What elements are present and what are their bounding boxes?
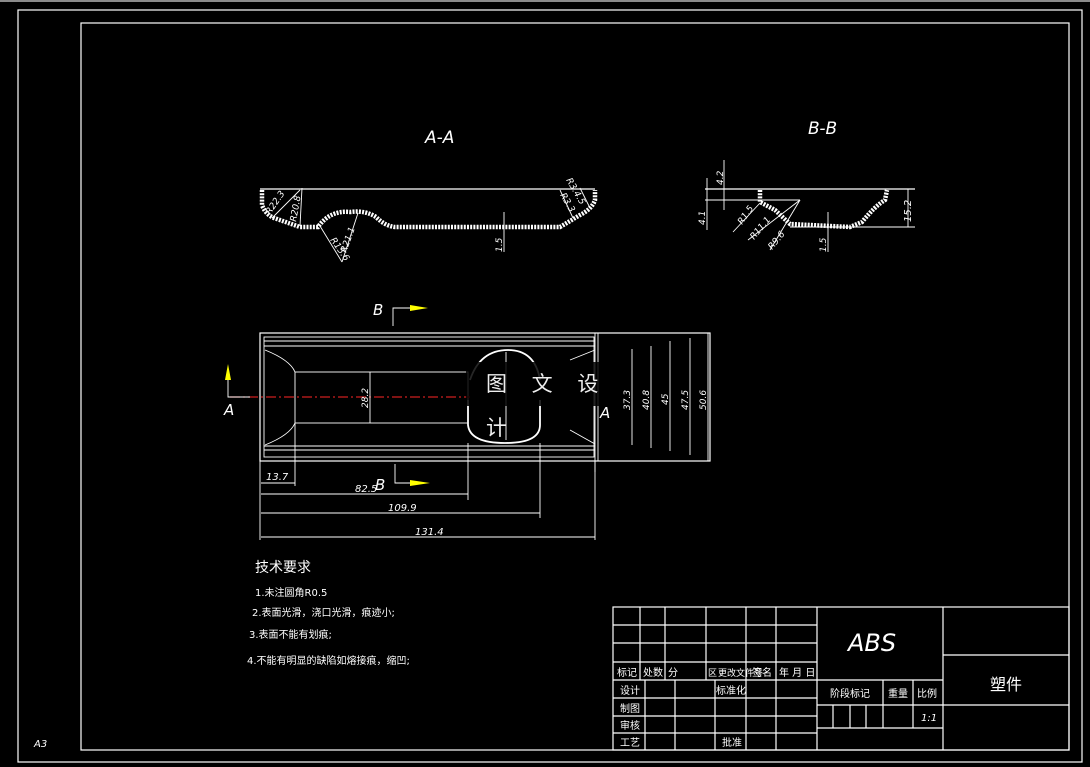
svg-text:R9.6: R9.6: [767, 230, 788, 252]
svg-text:45: 45: [661, 393, 671, 405]
svg-text:4.不能有明显的缺陷如熔接痕，缩凹;: 4.不能有明显的缺陷如熔接痕，缩凹;: [247, 654, 410, 667]
svg-text:更改文件号: 更改文件号: [718, 667, 763, 679]
section-bb-label: B-B: [808, 119, 837, 139]
tech-requirements: 技术要求 1.未注圆角R0.5 2.表面光滑，浇口光滑，痕迹小; 3.表面不能有…: [247, 560, 410, 667]
svg-text:标记: 标记: [617, 667, 637, 679]
svg-text:审核: 审核: [620, 719, 640, 732]
section-aa-label: A-A: [424, 128, 454, 148]
sheet-size: A3: [33, 739, 47, 750]
plan-view: 28.2 37.3 40.8 45 47.5 50.6 13.7 82.5 10…: [223, 301, 711, 540]
section-bb: B-B 4.2 4.1 R1.5 R11.1 R9.6 1.5 15.2: [698, 119, 915, 252]
svg-text:重量: 重量: [888, 687, 908, 700]
svg-text:分: 分: [668, 667, 678, 679]
svg-text:R11.1: R11.1: [749, 215, 774, 242]
svg-text:工艺: 工艺: [620, 737, 640, 749]
svg-text:R20.8: R20.8: [289, 195, 303, 223]
svg-text:82.5: 82.5: [355, 484, 377, 495]
svg-text:1:1: 1:1: [921, 713, 937, 724]
part-name: 塑件: [990, 675, 1022, 694]
svg-text:1.5: 1.5: [819, 237, 829, 252]
watermark: 图 文 设 计: [466, 362, 616, 440]
svg-text:109.9: 109.9: [388, 503, 417, 514]
svg-text:50.6: 50.6: [699, 390, 709, 410]
svg-text:47.5: 47.5: [681, 390, 691, 410]
svg-text:13.7: 13.7: [266, 472, 289, 483]
bb-profile: [757, 189, 890, 230]
svg-text:R22.3: R22.3: [264, 189, 287, 216]
cut-mark-b-bottom: B: [375, 476, 385, 494]
section-aa: A-A R22.3 R20.8 R15.6 R21.1 R3.4.5 R3.3 …: [259, 128, 598, 263]
svg-text:R21.1: R21.1: [339, 226, 357, 254]
cut-mark-a-right: A: [599, 404, 610, 422]
svg-text:4.1: 4.1: [698, 211, 708, 225]
svg-text:1.未注圆角R0.5: 1.未注圆角R0.5: [255, 586, 327, 599]
svg-text:设计: 设计: [620, 684, 640, 697]
svg-text:技术要求: 技术要求: [255, 560, 311, 576]
svg-text:1.5: 1.5: [495, 237, 505, 252]
inner-frame: [80, 22, 1070, 751]
svg-text:2.表面光滑，浇口光滑，痕迹小;: 2.表面光滑，浇口光滑，痕迹小;: [252, 606, 395, 619]
svg-text:签名: 签名: [752, 666, 772, 679]
svg-text:阶段标记: 阶段标记: [830, 687, 870, 700]
svg-text:年 月 日: 年 月 日: [779, 666, 815, 679]
svg-text:3.表面不能有划痕;: 3.表面不能有划痕;: [249, 628, 332, 641]
svg-text:批准: 批准: [722, 736, 742, 749]
outer-frame: [17, 9, 1083, 763]
svg-text:40.8: 40.8: [642, 390, 652, 410]
svg-text:28.2: 28.2: [361, 388, 371, 408]
svg-text:15.2: 15.2: [903, 200, 914, 222]
window-top-edge: [0, 0, 1090, 2]
svg-text:R1.5: R1.5: [736, 204, 756, 227]
svg-text:比例: 比例: [917, 687, 937, 700]
aa-profile: [259, 190, 598, 230]
svg-text:131.4: 131.4: [415, 527, 444, 538]
svg-text:37.3: 37.3: [623, 390, 633, 410]
svg-text:区: 区: [708, 668, 717, 679]
cut-mark-a-left: A: [223, 401, 234, 419]
svg-text:标准化: 标准化: [716, 684, 746, 697]
svg-text:处数: 处数: [643, 666, 663, 679]
svg-text:制图: 制图: [620, 702, 640, 715]
material-label: ABS: [846, 629, 896, 657]
title-block: 标记 处数 分 区 更改文件号 签名 年 月 日 设计 制图 审核 工艺 标准化…: [612, 606, 1070, 751]
svg-text:4.2: 4.2: [716, 170, 726, 185]
cut-mark-b-top: B: [373, 301, 383, 319]
